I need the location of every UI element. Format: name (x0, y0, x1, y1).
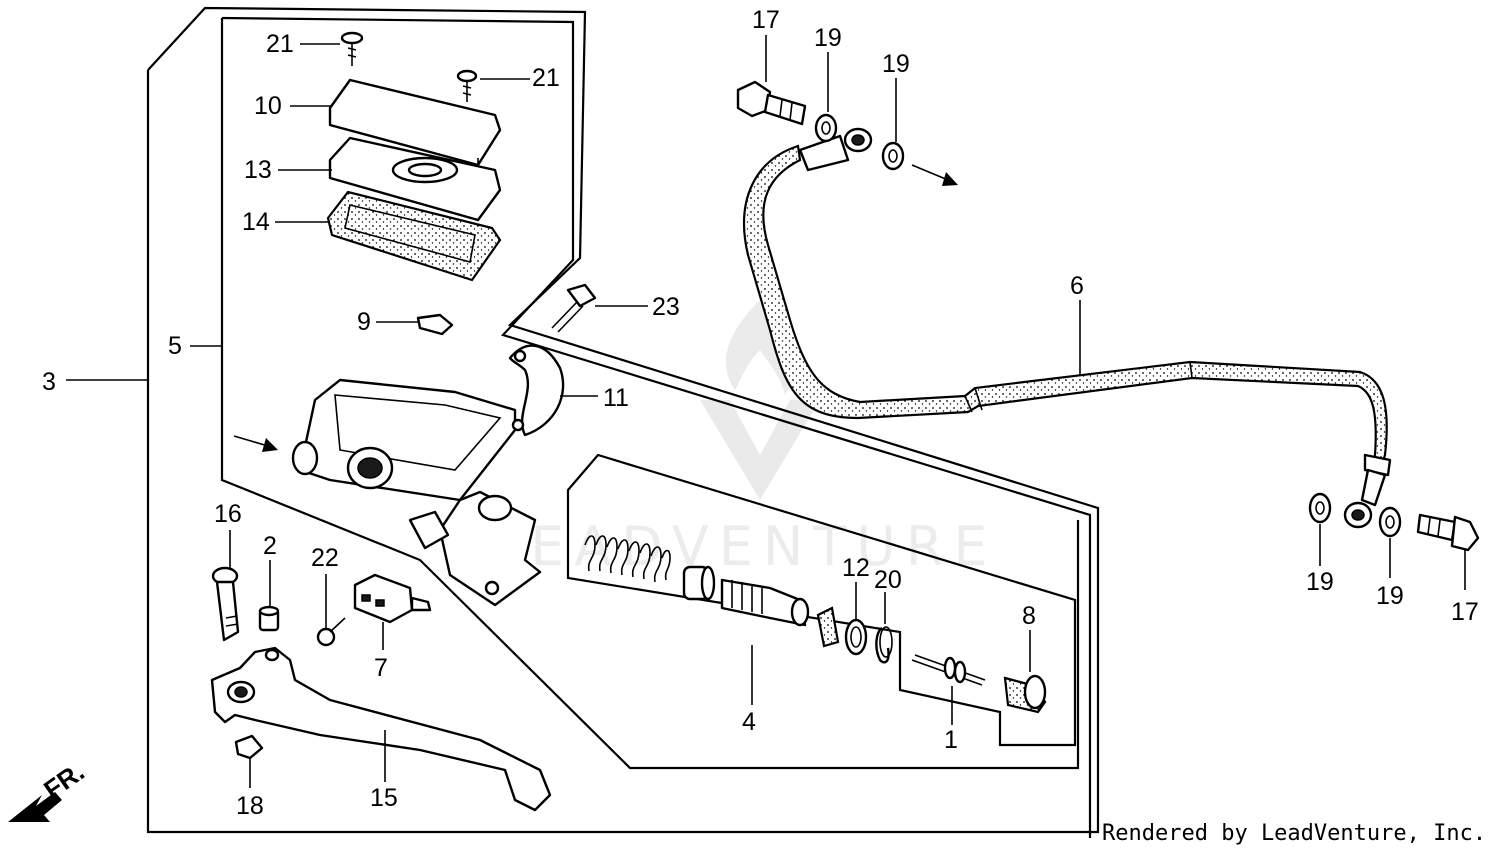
callout-18: 18 (236, 792, 264, 820)
piston-spring (584, 535, 671, 583)
front-direction-arrow: FR. (8, 756, 90, 822)
oil-bolt-top (736, 80, 807, 126)
spring-seat (682, 565, 716, 601)
callout-4: 4 (742, 708, 756, 736)
callout-19-b: 19 (882, 50, 910, 78)
dust-boot (1003, 674, 1047, 714)
callout-19-c: 19 (1306, 568, 1334, 596)
assembly-frame-3 (146, 6, 1100, 834)
callout-3: 3 (42, 368, 56, 396)
callout-19-a: 19 (814, 24, 842, 52)
flow-arrow-hose (911, 164, 958, 186)
snap-ring (875, 626, 893, 664)
piston (720, 578, 810, 627)
sealing-washer-4 (1378, 506, 1402, 538)
pivot-collar (258, 605, 280, 632)
assembly-frame-5 (221, 16, 1092, 838)
cap-screw-left (340, 31, 364, 66)
leader-lines (66, 35, 1466, 788)
pivot-bolt (211, 566, 240, 642)
cap-screw-right (456, 69, 478, 102)
callout-5: 5 (168, 332, 182, 360)
retainer-clip (416, 313, 454, 336)
callout-21-left: 21 (266, 30, 294, 58)
callout-14: 14 (242, 208, 270, 236)
pivot-nut (234, 734, 264, 760)
diaphragm-plate (328, 136, 502, 222)
callout-23: 23 (652, 293, 680, 321)
callout-7: 7 (374, 654, 388, 682)
callout-17-bottom: 17 (1451, 598, 1479, 626)
callout-21-right: 21 (532, 64, 560, 92)
switch-screw (316, 617, 346, 647)
hose-eyelet-bottom (1343, 468, 1387, 529)
diaphragm (326, 190, 502, 282)
flow-arrow-body (233, 435, 278, 452)
assembly-frame-5-left (220, 18, 1080, 770)
callout-22: 22 (311, 544, 339, 572)
stop-switch (353, 573, 432, 624)
sealing-washer-2 (881, 141, 905, 171)
master-cylinder-body (291, 378, 542, 607)
callout-15: 15 (370, 784, 398, 812)
callout-20: 20 (874, 566, 902, 594)
sealing-washer-1 (814, 113, 838, 143)
callout-12: 12 (842, 554, 870, 582)
front-direction-label: FR. (38, 756, 90, 805)
callout-11: 11 (603, 384, 629, 412)
lever (210, 646, 552, 812)
clutch-hose (743, 144, 1392, 477)
piston-kit-frame (566, 453, 1077, 747)
holder-bolt (551, 283, 597, 333)
callout-19-d: 19 (1376, 582, 1404, 610)
callout-13: 13 (244, 156, 272, 184)
callout-6: 6 (1070, 272, 1084, 300)
credit-line: Rendered by LeadVenture, Inc. (1102, 821, 1486, 846)
sealing-washer-3 (1308, 492, 1332, 524)
holder-clamp (508, 344, 565, 437)
callout-16: 16 (214, 500, 242, 528)
callout-1: 1 (944, 726, 958, 754)
callout-17-top: 17 (752, 6, 780, 34)
oil-bolt-bottom (1416, 513, 1480, 552)
boot-ring (844, 618, 868, 656)
callout-8: 8 (1022, 602, 1036, 630)
piston-cup (816, 606, 840, 648)
push-rod (911, 654, 986, 686)
callout-2: 2 (263, 532, 277, 560)
callout-9: 9 (357, 308, 371, 336)
reservoir-cap (328, 78, 502, 167)
watermark-text: LEADVENTURE (490, 515, 997, 578)
callout-10: 10 (254, 92, 282, 120)
